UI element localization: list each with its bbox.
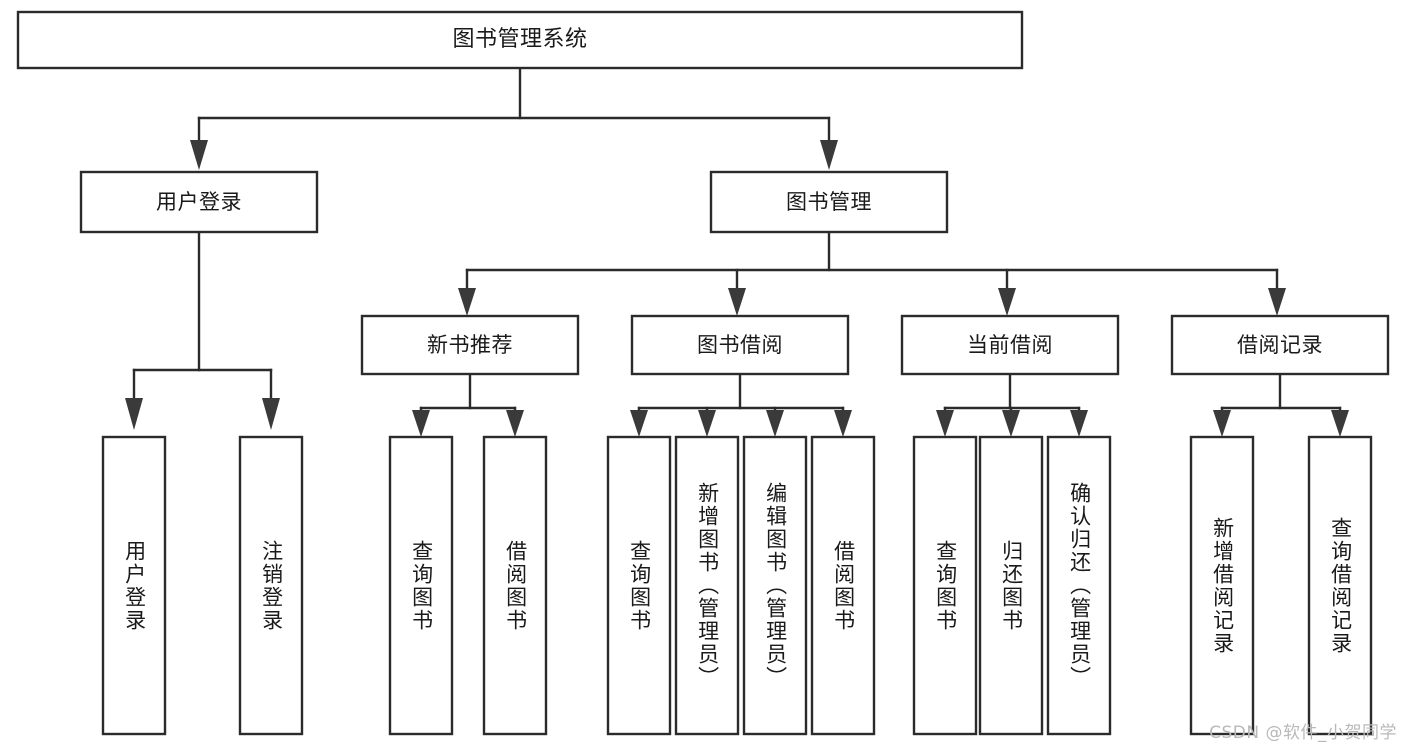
node-box-leaf-borrow-book-1[interactable] bbox=[482, 435, 548, 736]
arrow-head-leaf-query-book-3 bbox=[936, 410, 954, 437]
node-box-leaf-user-logout[interactable] bbox=[238, 435, 304, 736]
node-box-leaf-add-record[interactable] bbox=[1189, 435, 1255, 736]
node-box-new-book-recommend[interactable] bbox=[360, 314, 580, 376]
node-box-book-borrow[interactable] bbox=[630, 314, 850, 376]
node-box-leaf-return-book[interactable] bbox=[978, 435, 1044, 736]
node-box-leaf-edit-book[interactable] bbox=[742, 435, 808, 736]
nodes-layer bbox=[16, 10, 1390, 736]
node-box-leaf-add-book[interactable] bbox=[674, 435, 740, 736]
arrow-head-book-borrow bbox=[728, 288, 746, 316]
arrow-head-leaf-query-record bbox=[1331, 410, 1349, 437]
node-box-leaf-confirm-return[interactable] bbox=[1046, 435, 1112, 736]
arrow-head-current-borrow bbox=[998, 288, 1016, 316]
arrow-head-book-management bbox=[820, 140, 838, 170]
arrow-head-leaf-borrow-book-2 bbox=[834, 410, 852, 437]
node-box-root[interactable] bbox=[16, 10, 1024, 70]
node-box-book-management[interactable] bbox=[709, 170, 949, 234]
arrow-head-leaf-add-book bbox=[698, 410, 716, 437]
connectors-layer bbox=[125, 66, 1349, 437]
arrow-head-new-book-recommend bbox=[458, 288, 476, 316]
arrow-head-leaf-edit-book bbox=[766, 410, 784, 437]
arrow-head-leaf-add-record bbox=[1213, 410, 1231, 437]
node-box-leaf-query-book-2[interactable] bbox=[606, 435, 672, 736]
node-box-leaf-borrow-book-2[interactable] bbox=[810, 435, 876, 736]
node-box-leaf-query-record[interactable] bbox=[1307, 435, 1373, 736]
arrow-head-leaf-confirm-return bbox=[1070, 410, 1088, 437]
arrow-head-leaf-user-logout bbox=[262, 398, 280, 430]
arrow-head-borrow-record bbox=[1268, 288, 1286, 316]
arrow-head-leaf-user-login bbox=[125, 398, 143, 430]
node-box-borrow-record[interactable] bbox=[1170, 314, 1390, 376]
arrow-head-user-login bbox=[190, 140, 208, 170]
node-box-current-borrow[interactable] bbox=[900, 314, 1120, 376]
arrow-head-leaf-borrow-book-1 bbox=[506, 410, 524, 437]
arrow-head-leaf-return-book bbox=[1002, 410, 1020, 437]
node-box-leaf-query-book-1[interactable] bbox=[388, 435, 454, 736]
csdn-watermark: CSDN @软件_小贺同学 bbox=[1209, 723, 1397, 743]
node-box-leaf-query-book-3[interactable] bbox=[912, 435, 978, 736]
arrow-head-leaf-query-book-2 bbox=[630, 410, 648, 437]
node-box-user-login[interactable] bbox=[79, 170, 319, 234]
arrow-head-leaf-query-book-1 bbox=[412, 410, 430, 437]
node-box-leaf-user-login[interactable] bbox=[101, 435, 167, 736]
